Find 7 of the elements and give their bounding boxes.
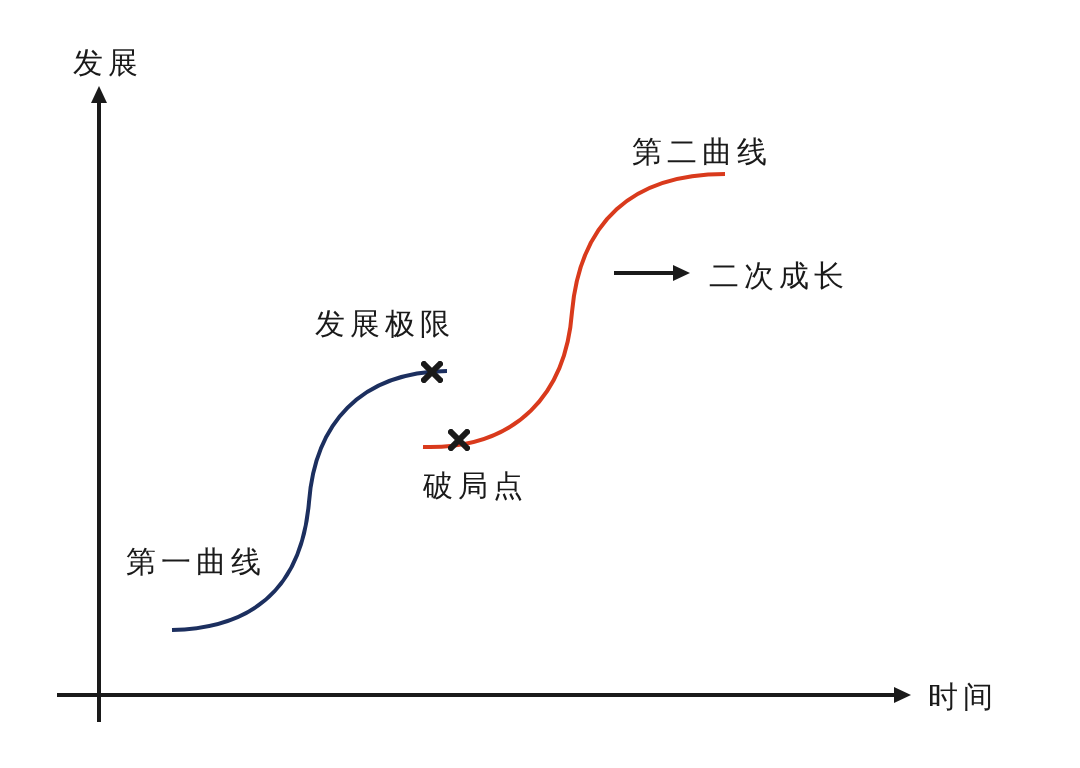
curve-label: 第一曲线 bbox=[126, 547, 266, 577]
annotation: 破局点 bbox=[423, 471, 528, 501]
annotation: 发展极限 bbox=[315, 309, 455, 339]
axis-label: 时间 bbox=[928, 682, 998, 712]
curve-label: 第二曲线 bbox=[632, 137, 772, 167]
axis-label: 发展 bbox=[73, 48, 143, 78]
annotation: 二次成长 bbox=[709, 261, 849, 291]
